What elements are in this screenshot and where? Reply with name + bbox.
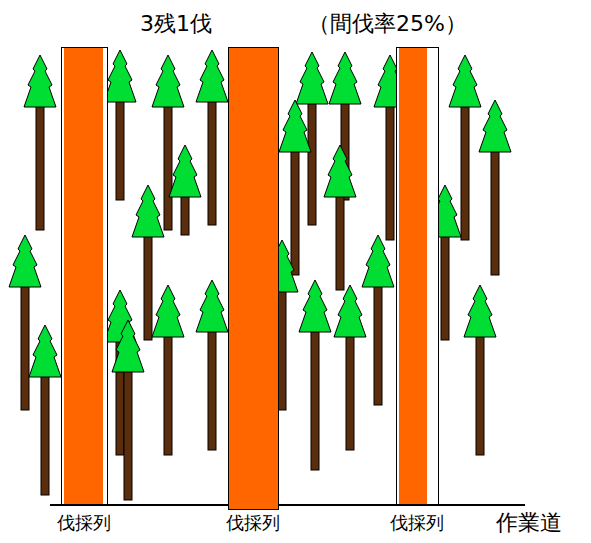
road-line: [50, 504, 525, 506]
felling-row: 伐採列: [39, 47, 129, 537]
tree-crown: [299, 280, 331, 332]
tree-crown: [169, 145, 201, 197]
title: 3残1伐: [140, 9, 212, 39]
tree-crown: [112, 320, 144, 372]
tree-crown: [449, 55, 481, 107]
tree-trunk: [476, 325, 484, 455]
tree-crown: [104, 50, 136, 102]
tree-trunk: [124, 360, 132, 500]
band-fill: [399, 48, 427, 504]
row-label: 伐採列: [372, 511, 462, 535]
felling-row: 伐採列: [208, 47, 298, 537]
tree-trunk: [164, 325, 172, 455]
tree-trunk: [278, 280, 286, 410]
tree-trunk: [116, 90, 124, 200]
tree-trunk: [336, 185, 344, 290]
tree-crown: [152, 55, 184, 107]
tree-trunk: [164, 95, 172, 230]
felling-band: [396, 47, 439, 505]
tree-crown: [479, 100, 511, 152]
row-label: 伐採列: [208, 511, 298, 535]
tree-crown: [152, 285, 184, 337]
tree-trunk: [491, 140, 499, 275]
felling-row: 伐採列: [372, 47, 462, 537]
tree-trunk: [461, 95, 469, 240]
tree-trunk: [308, 92, 316, 225]
tree-crown: [296, 52, 328, 104]
tree-trunk: [21, 275, 29, 410]
tree-crown: [324, 145, 356, 197]
tree-trunk: [374, 275, 382, 405]
tree-trunk: [41, 365, 49, 495]
tree-crown: [334, 285, 366, 337]
tree-crown: [464, 285, 496, 337]
tree-trunk: [144, 225, 152, 340]
tree-crown: [329, 52, 361, 104]
tree-crown: [132, 185, 164, 237]
row-label: 伐採列: [39, 511, 129, 535]
tree-crown: [196, 280, 228, 332]
tree-trunk: [346, 325, 354, 450]
tree-crown: [362, 235, 394, 287]
tree-crown: [196, 50, 228, 102]
tree-crown: [279, 100, 311, 152]
felling-band: [61, 47, 108, 505]
tree-trunk: [36, 95, 44, 230]
tree-trunk: [208, 320, 216, 450]
tree-crown: [29, 325, 61, 377]
thinning-rate: （間伐率25%）: [308, 9, 467, 39]
tree-trunk: [311, 320, 319, 470]
band-fill: [229, 48, 278, 509]
felling-band: [228, 47, 279, 510]
tree-trunk: [208, 90, 216, 225]
tree-crown: [24, 55, 56, 107]
band-fill: [64, 48, 103, 504]
tree-trunk: [441, 225, 449, 340]
tree-trunk: [386, 95, 394, 240]
tree-crown: [9, 235, 41, 287]
tree-trunk: [291, 140, 299, 275]
road-label: 作業道: [496, 508, 562, 538]
